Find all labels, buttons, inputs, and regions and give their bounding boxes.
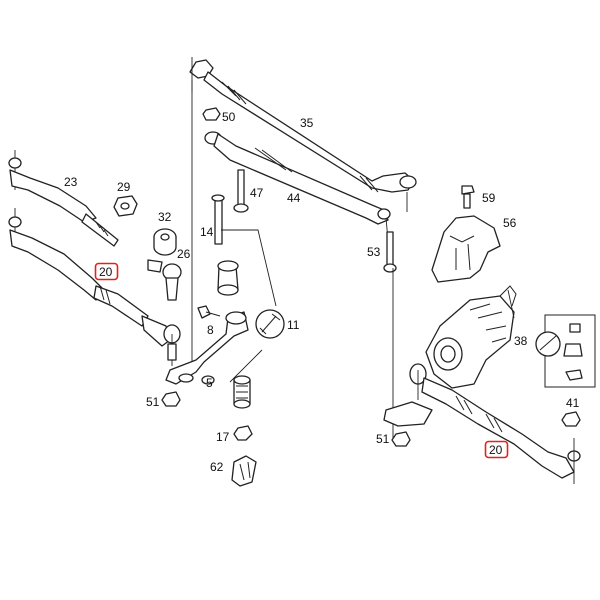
- label-41: 41: [566, 396, 580, 410]
- label-44: 44: [287, 191, 301, 205]
- label-14: 14: [200, 225, 214, 239]
- ball-joint-26: [147, 259, 182, 301]
- label-47: 47: [250, 186, 264, 200]
- nut-50: [202, 107, 221, 121]
- label-38: 38: [514, 334, 528, 348]
- label-20-left: 20: [99, 265, 113, 279]
- housing-17: [233, 375, 251, 409]
- cover-56: [431, 215, 501, 283]
- label-53: 53: [367, 245, 381, 259]
- bushing-32: [153, 228, 177, 256]
- clip-62: [231, 455, 257, 487]
- nut-41: [561, 411, 581, 427]
- idler-arm-5: [165, 311, 249, 385]
- label-17: 17: [216, 430, 230, 444]
- label-29: 29: [117, 180, 131, 194]
- label-23: 23: [64, 175, 78, 189]
- bolt-14: [211, 194, 225, 245]
- tie-rod-20-left: [8, 208, 181, 366]
- label-5: 5: [206, 376, 213, 390]
- label-62: 62: [210, 460, 224, 474]
- callout-labels: 35 50 44 47 23 29 32 14 26 20 8 11 5 51 …: [64, 110, 580, 474]
- callout-bracket: [221, 229, 277, 383]
- label-26: 26: [177, 247, 191, 261]
- highlight-box-20-left: [94, 262, 119, 281]
- label-59: 59: [482, 191, 496, 205]
- label-50: 50: [222, 110, 236, 124]
- label-51-right: 51: [376, 432, 390, 446]
- bolt-59: [461, 185, 475, 209]
- nut-17: [233, 425, 253, 441]
- label-20-right: 20: [489, 443, 503, 457]
- label-32: 32: [158, 210, 172, 224]
- highlight-box-20-right: [484, 440, 509, 459]
- bolt-47: [233, 169, 249, 213]
- nut-51-right: [391, 431, 411, 447]
- center-tie-rod-35: [189, 57, 417, 372]
- drag-link-44: [204, 131, 391, 263]
- bracket-11: [255, 309, 285, 339]
- label-51-left: 51: [146, 395, 160, 409]
- label-56: 56: [503, 216, 517, 230]
- bolt-53: [383, 231, 397, 273]
- label-35: 35: [300, 116, 314, 130]
- nut-29: [113, 195, 138, 217]
- bushing: [217, 260, 239, 296]
- bolt-8: [197, 305, 221, 319]
- parts-kit-38: [535, 314, 596, 388]
- tie-rod-23: [8, 150, 119, 247]
- label-8: 8: [207, 323, 214, 337]
- label-11: 11: [287, 318, 300, 332]
- nut-51-left: [161, 391, 181, 407]
- tie-rod-20-right: [383, 363, 581, 484]
